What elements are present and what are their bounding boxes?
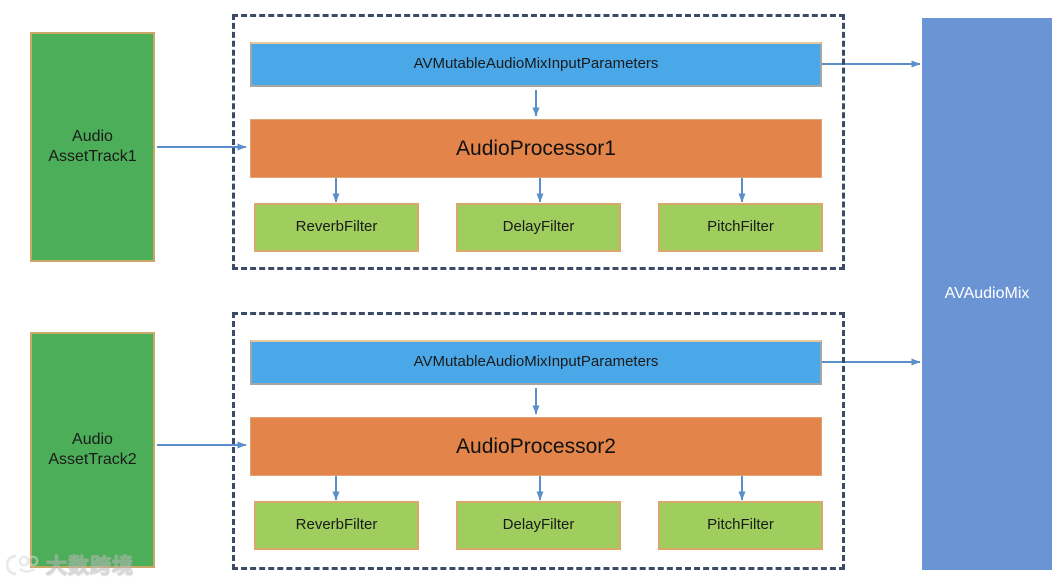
av-audio-mix-label: AVAudioMix: [944, 285, 1030, 303]
audio-processor-label-1: AudioProcessor1: [456, 136, 616, 160]
input-parameters-label-1: AVMutableAudioMixInputParameters: [413, 55, 659, 73]
audio-asset-track-2[interactable]: Audio AssetTrack2: [30, 332, 155, 568]
audio-processor-label-2: AudioProcessor2: [456, 434, 616, 458]
reverb-filter-label-2: ReverbFilter: [295, 516, 378, 534]
pitch-filter-box-1[interactable]: PitchFilter: [658, 203, 823, 252]
pitch-filter-label-2: PitchFilter: [707, 516, 774, 534]
audio-processor-box-1[interactable]: AudioProcessor1: [250, 119, 822, 178]
processing-group-1: [232, 14, 845, 270]
track-1-line-2: AssetTrack1: [48, 148, 137, 165]
pitch-filter-box-2[interactable]: PitchFilter: [658, 501, 823, 550]
processing-group-2: [232, 312, 845, 570]
track-1-line-1: Audio: [72, 128, 113, 146]
pitch-filter-label-1: PitchFilter: [707, 218, 774, 236]
audio-processor-box-2[interactable]: AudioProcessor2: [250, 417, 822, 476]
input-parameters-box-2[interactable]: AVMutableAudioMixInputParameters: [250, 340, 822, 385]
delay-filter-label-1: DelayFilter: [502, 218, 575, 236]
reverb-filter-label-1: ReverbFilter: [295, 218, 378, 236]
input-parameters-box-1[interactable]: AVMutableAudioMixInputParameters: [250, 42, 822, 87]
track-2-line-1: Audio: [72, 431, 113, 449]
reverb-filter-box-2[interactable]: ReverbFilter: [254, 501, 419, 550]
track-2-line-2: AssetTrack2: [48, 451, 137, 468]
delay-filter-box-1[interactable]: DelayFilter: [456, 203, 621, 252]
delay-filter-label-2: DelayFilter: [502, 516, 575, 534]
av-audio-mix-box[interactable]: AVAudioMix: [922, 18, 1052, 570]
delay-filter-box-2[interactable]: DelayFilter: [456, 501, 621, 550]
audio-asset-track-1[interactable]: Audio AssetTrack1: [30, 32, 155, 262]
reverb-filter-box-1[interactable]: ReverbFilter: [254, 203, 419, 252]
input-parameters-label-2: AVMutableAudioMixInputParameters: [413, 353, 659, 371]
